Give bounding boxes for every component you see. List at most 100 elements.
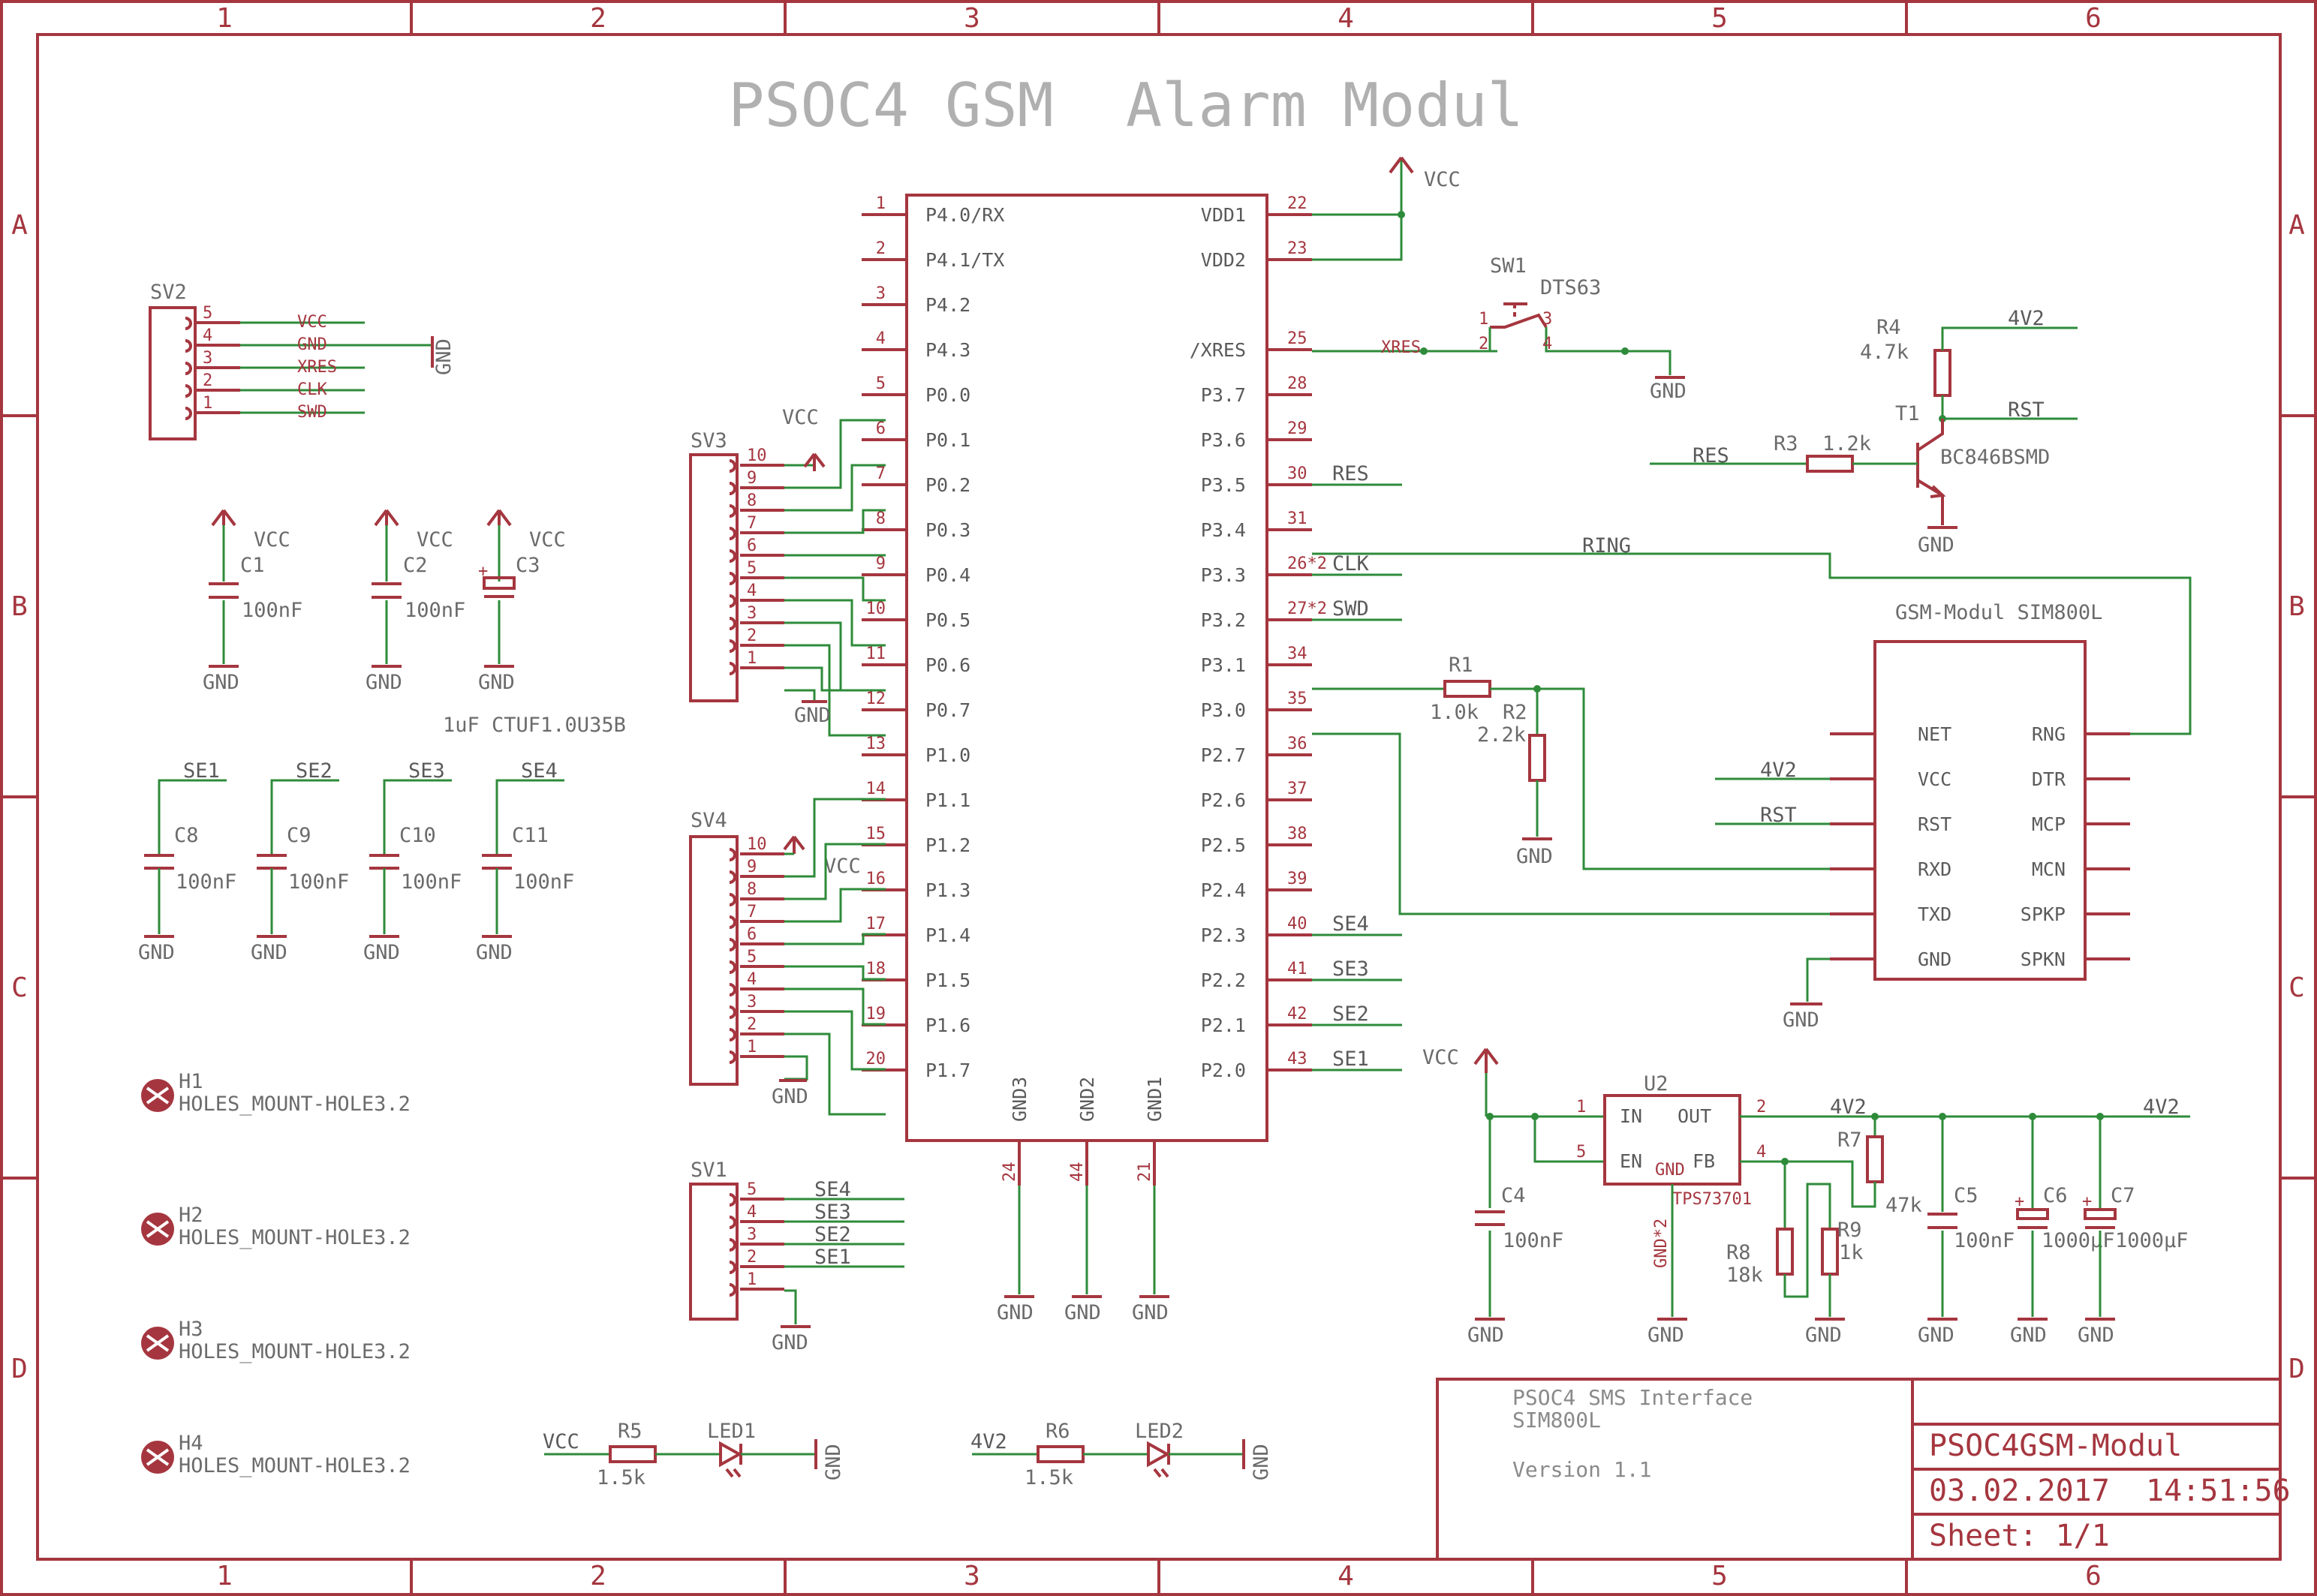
sv1-net-label: SE2: [814, 1223, 851, 1246]
c5-gnd: GND: [1918, 1324, 1954, 1347]
sv3-pin-number: 3: [747, 604, 757, 623]
sv2-pin-number: 1: [203, 394, 212, 413]
reg-out-net2: 4V2: [2143, 1096, 2180, 1119]
cap-net-label: SE3: [408, 759, 445, 783]
cap-value: 100nF: [288, 870, 349, 894]
mcu-pin-name: P3.3: [1201, 564, 1246, 586]
u2-p1: 1: [1576, 1098, 1586, 1117]
sv4-pin-number: 4: [747, 970, 757, 989]
sv1-pin-number: 1: [747, 1270, 757, 1289]
c6-gnd: GND: [2010, 1324, 2047, 1347]
mcu-net-label: RES: [1332, 462, 1369, 485]
t1-part: BC846BSMD: [1940, 446, 2050, 469]
mcu-pin-name: P0.7: [925, 699, 970, 721]
mcu-pin-name: P1.4: [925, 924, 970, 946]
reg-out-net: 4V2: [1830, 1096, 1867, 1119]
frame-col-bottom: 2: [590, 1561, 606, 1591]
sv2-net-label: SWD: [297, 403, 327, 422]
mcu-pin-name: P1.5: [925, 969, 970, 991]
u2-p2: 2: [1756, 1098, 1766, 1117]
cap-gnd: GND: [138, 941, 175, 964]
mcu-pin-number: 12: [866, 690, 886, 708]
mcu-pin-number: 31: [1287, 509, 1307, 528]
sv2-net-label: GND: [297, 335, 327, 354]
cap-value: 100nF: [405, 599, 465, 622]
mcu-pin-name: P4.0/RX: [925, 204, 1004, 226]
frame-col-top: 4: [1338, 3, 1354, 34]
hole-name: H2: [179, 1204, 203, 1227]
cap-value: 100nF: [176, 870, 236, 894]
led-resistor-name: R5: [618, 1420, 642, 1443]
mcu-gnd-pin-name: GND1: [1144, 1077, 1166, 1122]
cap-gnd: GND: [476, 941, 513, 964]
r1-name: R1: [1449, 654, 1473, 677]
sv1-net-label: SE4: [814, 1178, 851, 1201]
mcu-pin-number: 29: [1287, 419, 1307, 438]
sw1-xres-net: XRES: [1381, 338, 1421, 357]
mcu-pin-number: 38: [1287, 825, 1307, 843]
mcu-pin-name: P3.4: [1201, 519, 1246, 541]
mcu-pin-number: 10: [866, 600, 886, 618]
gsm-pin-right: SPKN: [2021, 948, 2066, 970]
sv3-vcc: VCC: [782, 406, 819, 429]
mcu-pin-name: P3.7: [1201, 384, 1246, 406]
mcu-pin-name: /XRES: [1190, 339, 1246, 361]
mcu-gnd-label: GND: [1132, 1301, 1169, 1324]
c5-value: 100nF: [1954, 1229, 2015, 1252]
gsm-title: GSM-Modul SIM800L: [1895, 601, 2102, 624]
frame-row-right: C: [2288, 972, 2305, 1003]
cap-net-label: SE4: [521, 759, 558, 783]
mcu-pin-name: P3.2: [1201, 609, 1246, 631]
sv1-gnd: GND: [772, 1331, 808, 1354]
c6-value: 1000µF: [2042, 1229, 2115, 1252]
cap-supply-label: VCC: [529, 528, 566, 552]
mcu-pin-number: 4: [876, 329, 886, 348]
hole-value: HOLES_MOUNT-HOLE3.2: [179, 1454, 411, 1477]
frame-row-left: A: [11, 210, 28, 241]
mcu-pin-number: 7: [876, 464, 886, 483]
r4-value: 4.7k: [1860, 341, 1909, 364]
frame-row-right: D: [2288, 1354, 2305, 1384]
u2-part: TPS73701: [1672, 1190, 1752, 1209]
frame-row-right: B: [2288, 591, 2305, 622]
mcu-net-label: SE3: [1332, 957, 1369, 981]
hole-name: H3: [179, 1318, 203, 1341]
u2-pin-gnd: GND: [1655, 1161, 1685, 1180]
mcu-pin-name: P1.7: [925, 1059, 970, 1081]
mcu-pin-number: 1: [876, 194, 886, 213]
page-title: PSOC4 GSM Alarm Modul: [728, 71, 1524, 140]
mcu-pin-name: P3.6: [1201, 429, 1246, 451]
sv1-pin-number: 3: [747, 1225, 757, 1244]
r3-value: 1.2k: [1822, 432, 1871, 455]
c7-value: 1000µF: [2115, 1229, 2189, 1252]
cap-gnd: GND: [478, 671, 515, 694]
c4-value: 100nF: [1503, 1229, 1563, 1252]
frame-row-left: B: [11, 591, 28, 622]
mcu-pin-number: 11: [866, 645, 886, 663]
mcu-pin-number: 36: [1287, 735, 1307, 753]
r8-value: 18k: [1726, 1264, 1763, 1287]
u2-pin-in: IN: [1620, 1105, 1642, 1127]
mcu-pin-number: 23: [1287, 239, 1307, 258]
mcu-pin-number: 40: [1287, 915, 1307, 933]
gsm-rst-net: RST: [1760, 804, 1797, 827]
mcu-pin-number: 25: [1287, 329, 1307, 348]
reg-vcc: VCC: [1422, 1046, 1459, 1069]
mcu-net-label: SWD: [1332, 597, 1369, 621]
sv2-net-label: CLK: [297, 380, 327, 399]
sw1-pin4: 4: [1542, 335, 1552, 353]
regulator-u2: VCC U2 TPS73701 IN EN OUT FB GND 1 5 2 4…: [1422, 1046, 2190, 1347]
sv4-name: SV4: [691, 809, 727, 832]
gsm-pin-left: RST: [1918, 813, 1951, 835]
mcu-pin-number: 41: [1287, 960, 1307, 978]
cap-gnd: GND: [251, 941, 287, 964]
sv3-gnd: GND: [794, 704, 831, 727]
gsm-pin-right: RNG: [2032, 723, 2066, 745]
mcu-net-label: SE2: [1332, 1002, 1369, 1026]
gsm-vcc-net: 4V2: [1760, 759, 1797, 782]
tb-name: PSOC4GSM-Modul: [1929, 1429, 2182, 1463]
mcu-psoc4: 1P4.0/RX2P4.1/TX3P4.24P4.35P0.06P0.17P0.…: [862, 156, 1461, 1324]
